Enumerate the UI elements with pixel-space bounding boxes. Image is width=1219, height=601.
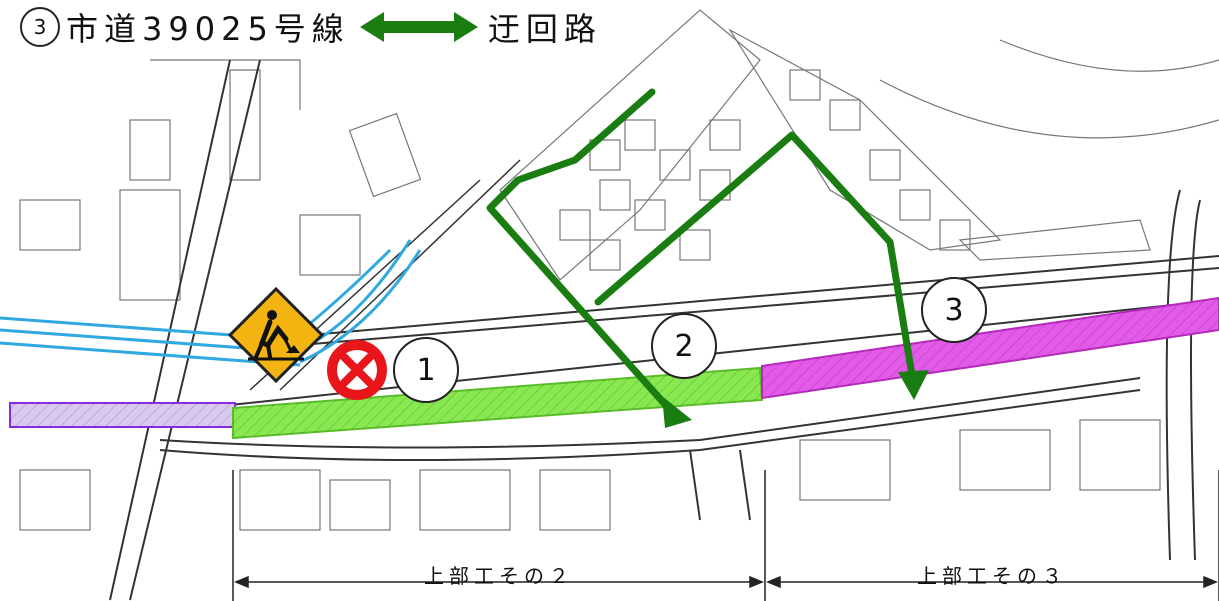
double-arrow-icon bbox=[359, 12, 478, 42]
section-3-structure bbox=[761, 296, 1219, 400]
section-2-structure bbox=[232, 366, 764, 440]
detour-arrowhead-3 bbox=[898, 370, 929, 400]
location-badge-1: 1 bbox=[393, 337, 459, 403]
detour-label: 迂回路 bbox=[487, 10, 602, 48]
left-structure-purple bbox=[9, 402, 236, 428]
title-number-badge: 3 bbox=[20, 7, 60, 47]
base-map bbox=[19, 9, 1219, 531]
location-badge-2: 2 bbox=[651, 313, 717, 379]
detour-arrow-middle bbox=[594, 131, 916, 379]
detour-route-arrows bbox=[486, 88, 916, 414]
no-entry-icon bbox=[327, 340, 387, 400]
section-2-label: 上部工その２ bbox=[424, 564, 574, 588]
road-name: 市道39025号線 bbox=[66, 10, 350, 48]
construction-worker-sign-icon bbox=[227, 286, 325, 384]
detour-arrow-left bbox=[486, 88, 674, 414]
section-3-label: 上部工その３ bbox=[917, 564, 1067, 588]
map-title: 3 市道39025号線 迂回路 bbox=[20, 4, 602, 50]
detour-arrowheads bbox=[662, 370, 929, 428]
location-badge-3: 3 bbox=[921, 277, 987, 343]
dimension-lines bbox=[232, 470, 1219, 601]
detour-arrowhead-2 bbox=[662, 396, 692, 428]
